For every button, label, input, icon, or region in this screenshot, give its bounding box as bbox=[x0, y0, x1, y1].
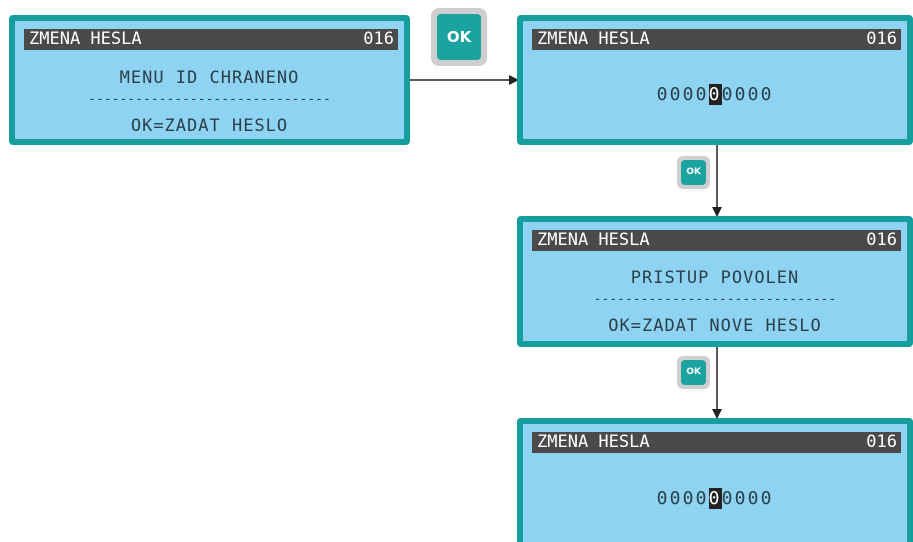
password-digit: 0 bbox=[656, 488, 670, 509]
ok-button-label: OK bbox=[686, 167, 701, 177]
screen-code: 016 bbox=[866, 29, 897, 49]
password-digit: 0 bbox=[695, 84, 709, 105]
password-digit-cursor: 0 bbox=[708, 84, 722, 105]
screen-code: 016 bbox=[866, 432, 897, 452]
ok-button-face: OK bbox=[681, 360, 706, 385]
lcd-screen-menu-protected: ZMENA HESLA 016 MENU ID CHRANENO -------… bbox=[9, 15, 410, 145]
password-digit: 0 bbox=[669, 488, 683, 509]
password-digit: 0 bbox=[747, 488, 761, 509]
password-digit: 0 bbox=[760, 488, 774, 509]
ok-button-face: OK bbox=[681, 160, 706, 185]
screen-title: ZMENA HESLA bbox=[537, 432, 650, 452]
password-digit: 0 bbox=[721, 488, 735, 509]
ok-button-label: OK bbox=[686, 367, 701, 377]
ok-button[interactable]: OK bbox=[677, 156, 710, 189]
screen-titlebar: ZMENA HESLA 016 bbox=[532, 230, 901, 251]
password-digits[interactable]: 000000000 bbox=[523, 488, 907, 509]
screen-code: 016 bbox=[363, 29, 394, 49]
screen-line-1: PRISTUP POVOLEN bbox=[630, 268, 800, 288]
screen-title: ZMENA HESLA bbox=[537, 230, 650, 250]
ok-button-label: OK bbox=[446, 28, 472, 46]
password-digit: 0 bbox=[747, 84, 761, 105]
screen-titlebar: ZMENA HESLA 016 bbox=[532, 29, 901, 50]
password-digit: 0 bbox=[656, 84, 670, 105]
screen-line-3: OK=ZADAT NOVE HESLO bbox=[608, 316, 822, 336]
separator-dashes: ------------------------------- bbox=[593, 292, 837, 307]
password-digit: 0 bbox=[734, 84, 748, 105]
ok-button-face: OK bbox=[437, 14, 481, 60]
screen-titlebar: ZMENA HESLA 016 bbox=[532, 432, 901, 453]
password-digit: 0 bbox=[695, 488, 709, 509]
password-digit: 0 bbox=[682, 488, 696, 509]
password-digit: 0 bbox=[734, 488, 748, 509]
lcd-screen-new-password-entry: ZMENA HESLA 016 000000000 bbox=[517, 418, 913, 542]
password-digits[interactable]: 000000000 bbox=[523, 84, 907, 105]
screen-titlebar: ZMENA HESLA 016 bbox=[24, 29, 398, 50]
screen-line-3: OK=ZADAT HESLO bbox=[130, 116, 289, 136]
ok-button[interactable]: OK bbox=[431, 8, 487, 66]
password-digit: 0 bbox=[682, 84, 696, 105]
lcd-screen-password-entry: ZMENA HESLA 016 000000000 bbox=[517, 15, 913, 145]
password-digit: 0 bbox=[669, 84, 683, 105]
separator-dashes: ------------------------------- bbox=[88, 92, 331, 107]
screen-line-1: MENU ID CHRANENO bbox=[119, 68, 300, 88]
screen-code: 016 bbox=[866, 230, 897, 250]
password-digit: 0 bbox=[760, 84, 774, 105]
lcd-screen-access-granted: ZMENA HESLA 016 PRISTUP POVOLEN --------… bbox=[517, 216, 913, 347]
screen-title: ZMENA HESLA bbox=[29, 29, 142, 49]
password-digit: 0 bbox=[721, 84, 735, 105]
ok-button[interactable]: OK bbox=[677, 356, 710, 389]
password-digit-cursor: 0 bbox=[708, 488, 722, 509]
screen-title: ZMENA HESLA bbox=[537, 29, 650, 49]
